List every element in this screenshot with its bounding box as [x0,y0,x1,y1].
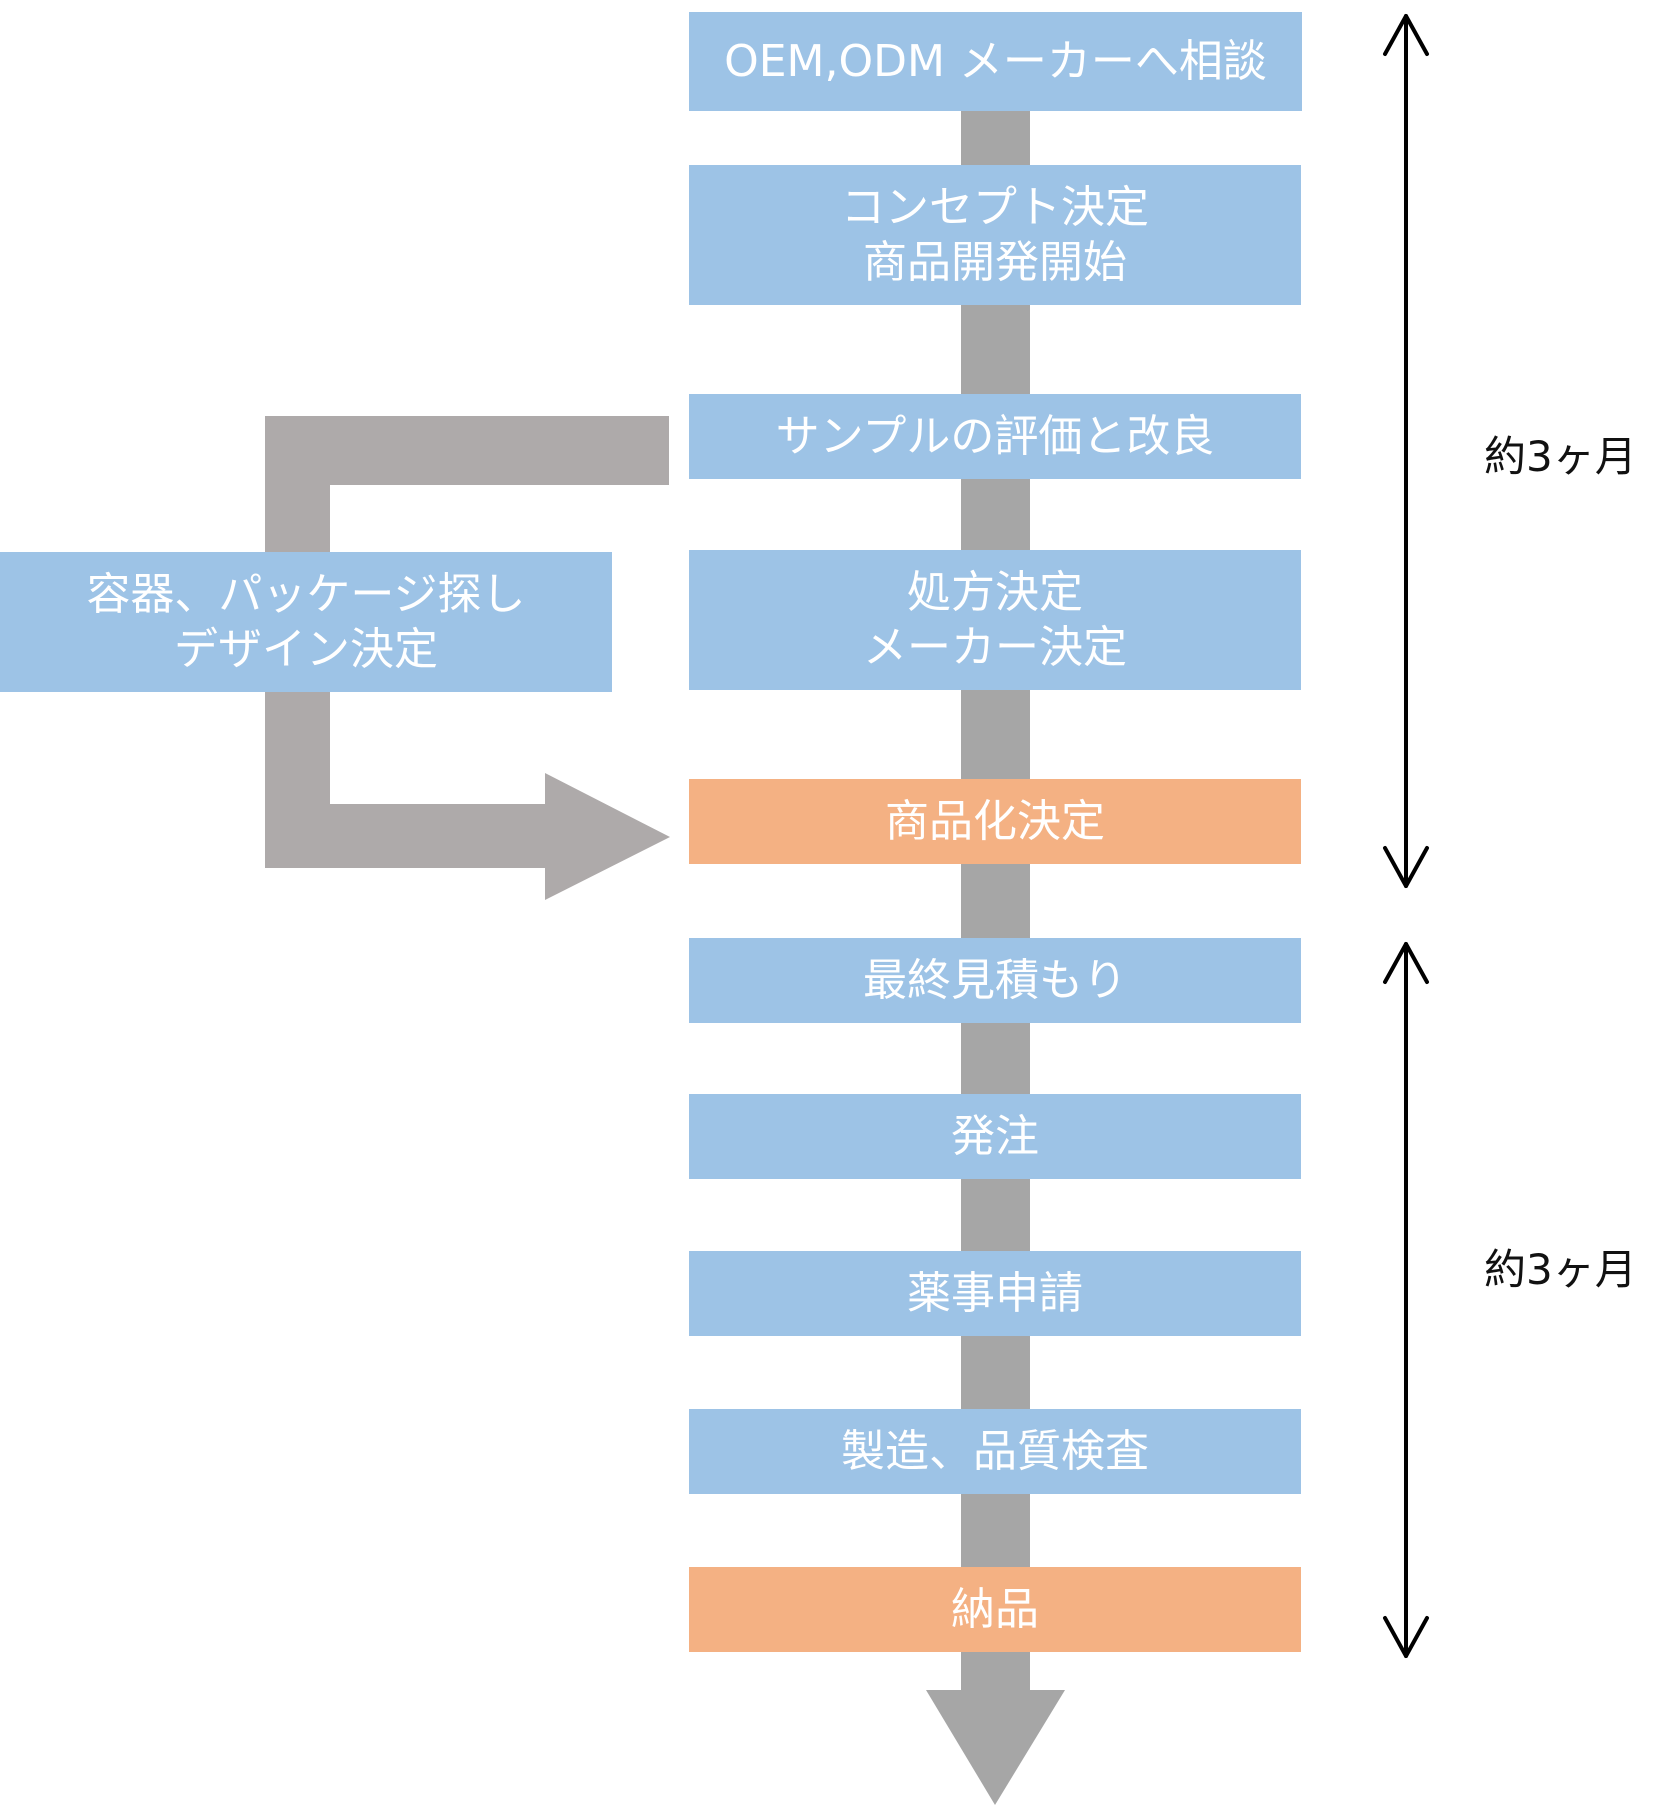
step-label: 納品 [951,1584,1039,1635]
step-final-quote: 最終見積もり [689,938,1301,1023]
duration-span-arrow-2 [1383,942,1429,1658]
step-sample-evaluation: サンプルの評価と改良 [689,394,1301,479]
step-label: 発注 [951,1111,1039,1162]
duration-span-arrow-1 [1383,14,1429,888]
step-manufacturing-inspection: 製造、品質検査 [689,1409,1301,1494]
step-concept-decision: コンセプト決定 商品開発開始 [689,165,1301,305]
step-label: 商品開発開始 [863,237,1127,288]
duration-label-first: 約3ヶ月 [1484,432,1637,481]
package-loop-arrow [265,416,670,900]
step-label: OEM,ODM メーカーへ相談 [724,36,1267,87]
step-package-design: 容器、パッケージ探し デザイン決定 [0,552,612,692]
step-label: 薬事申請 [907,1268,1083,1319]
step-label: サンプルの評価と改良 [775,411,1215,462]
step-label: 最終見積もり [863,955,1127,1006]
step-consult-maker: OEM,ODM メーカーへ相談 [689,12,1302,111]
step-order: 発注 [689,1094,1301,1179]
step-regulatory-application: 薬事申請 [689,1251,1301,1336]
step-label: メーカー決定 [863,622,1127,673]
step-label: 処方決定 [907,567,1083,618]
step-label: 製造、品質検査 [841,1426,1149,1477]
step-formula-decision: 処方決定 メーカー決定 [689,550,1301,690]
duration-label-second: 約3ヶ月 [1484,1245,1637,1294]
step-label: 商品化決定 [885,796,1105,847]
step-delivery: 納品 [689,1567,1301,1652]
step-label: デザイン決定 [174,624,438,675]
step-label: 容器、パッケージ探し [86,569,526,620]
step-productization-decision: 商品化決定 [689,779,1301,864]
step-label: コンセプト決定 [841,182,1149,233]
flow-end-arrowhead [926,1690,1065,1805]
